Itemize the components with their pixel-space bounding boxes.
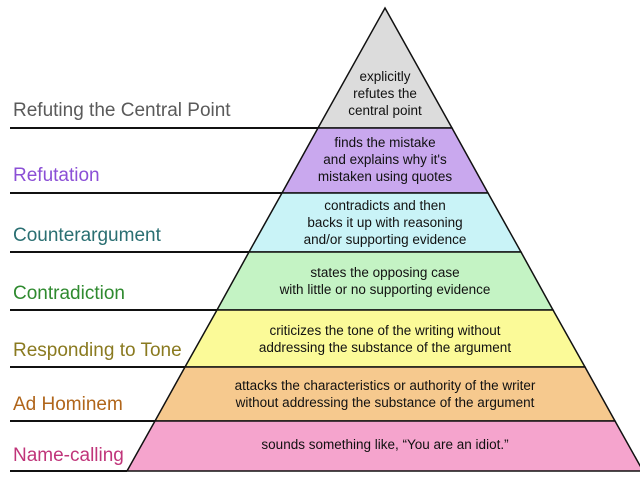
description-line: with little or no supporting evidence (279, 282, 491, 297)
level-description-refutation: finds the mistake and explains why it's … (300, 134, 470, 185)
level-label-contradiction: Contradiction (13, 283, 125, 304)
description-line: addressing the substance of the argument (258, 340, 512, 355)
description-line: and explains why it's (323, 152, 447, 167)
level-description-responding-to-tone: criticizes the tone of the writing witho… (210, 322, 560, 356)
description-line: attacks the characteristics or authority… (234, 378, 536, 393)
level-description-counterargument: contradicts and then backs it up with re… (270, 197, 500, 248)
level-description-name-calling: sounds something like, “You are an idiot… (165, 436, 605, 453)
description-line: and/or supporting evidence (303, 232, 467, 247)
level-label-name-calling: Name-calling (13, 445, 124, 466)
description-line: refutes the (353, 86, 417, 101)
description-line: explicitly (359, 69, 411, 84)
description-line: states the opposing case (310, 265, 460, 280)
description-line: mistaken using quotes (317, 169, 453, 184)
level-label-refuting-central-point: Refuting the Central Point (13, 100, 231, 121)
description-line: contradicts and then (324, 198, 446, 213)
description-line: without addressing the substance of the … (235, 395, 535, 410)
level-label-counterargument: Counterargument (13, 225, 161, 246)
level-label-responding-to-tone: Responding to Tone (13, 340, 182, 361)
description-line: finds the mistake (334, 135, 436, 150)
description-line: sounds something like, “You are an idiot… (261, 437, 509, 452)
pyramid-band-name-calling (125, 420, 640, 472)
level-description-refuting-central-point: explicitly refutes the central point (335, 68, 435, 119)
level-label-ad-hominem: Ad Hominem (13, 394, 123, 415)
level-description-ad-hominem: attacks the characteristics or authority… (185, 377, 585, 411)
description-line: backs it up with reasoning (307, 215, 463, 230)
level-label-refutation: Refutation (13, 165, 100, 186)
description-line: criticizes the tone of the writing witho… (269, 323, 501, 338)
description-line: central point (348, 103, 422, 118)
level-description-contradiction: states the opposing case with little or … (240, 264, 530, 298)
